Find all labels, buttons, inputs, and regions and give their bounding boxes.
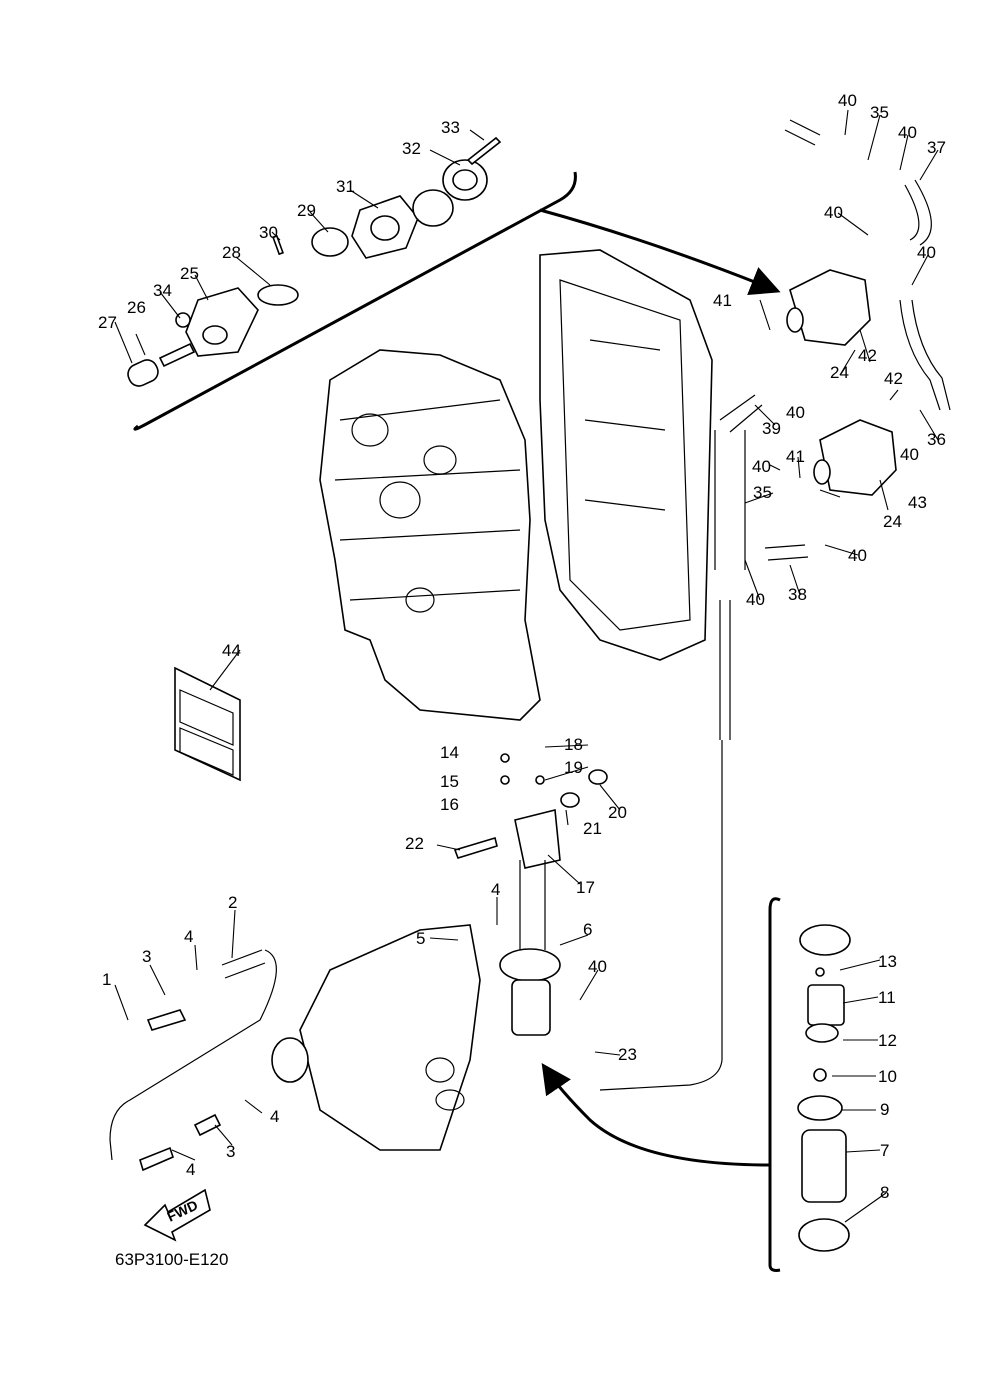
callout-15: 15: [440, 772, 459, 791]
callout-33: 33: [441, 118, 460, 137]
callout-24b: 24: [883, 512, 902, 531]
callout-41a: 41: [713, 291, 732, 310]
leader-lines: [114, 109, 939, 1223]
callout-41b: 41: [786, 447, 805, 466]
callout-18: 18: [564, 735, 583, 754]
callout-4b: 4: [491, 880, 500, 899]
cooling-hose: [109, 949, 277, 1172]
callout-40d: 40: [917, 243, 936, 262]
callout-19: 19: [564, 758, 583, 777]
callout-22: 22: [405, 834, 424, 853]
diagram-code: 63P3100-E120: [115, 1250, 228, 1269]
callout-11: 11: [878, 988, 896, 1007]
callout-42a: 42: [858, 346, 877, 365]
thermostat-group-parts: [127, 136, 502, 387]
callout-30: 30: [259, 223, 278, 242]
fwd-arrow: FWD: [143, 1188, 211, 1242]
callout-40h: 40: [848, 546, 867, 565]
callout-2: 2: [228, 893, 237, 912]
callout-40c: 40: [824, 203, 843, 222]
fuel-pump-lower: [813, 419, 897, 496]
callout-16: 16: [440, 795, 459, 814]
callout-4c: 4: [270, 1107, 279, 1126]
engine-block: [319, 349, 541, 721]
callout-1: 1: [102, 970, 111, 989]
callout-13: 13: [878, 952, 897, 971]
callout-23: 23: [618, 1045, 637, 1064]
callout-39: 39: [762, 419, 781, 438]
callout-27: 27: [98, 313, 117, 332]
callout-7: 7: [880, 1141, 889, 1160]
callout-6: 6: [583, 920, 592, 939]
callout-40e: 40: [786, 403, 805, 422]
callout-34: 34: [153, 281, 172, 300]
callout-14: 14: [440, 743, 459, 762]
callout-21: 21: [583, 819, 602, 838]
callout-10: 10: [878, 1067, 897, 1086]
callout-40g: 40: [752, 457, 771, 476]
filter-exploded-group: [541, 897, 851, 1272]
callout-3b: 3: [226, 1142, 235, 1161]
callout-5: 5: [416, 929, 425, 948]
callout-numbers: 1 2 3 3 4 4 4 4 5 6 7 8 9 10 11 12 13 14…: [98, 91, 946, 1202]
callout-32: 32: [402, 139, 421, 158]
callout-42b: 42: [884, 369, 903, 388]
callout-9: 9: [880, 1100, 889, 1119]
callout-36: 36: [927, 430, 946, 449]
callout-12: 12: [878, 1031, 897, 1050]
callout-40a: 40: [838, 91, 857, 110]
gasket-sheet: [174, 666, 241, 782]
callout-25: 25: [180, 264, 199, 283]
callout-40i: 40: [746, 590, 765, 609]
callout-43: 43: [908, 493, 927, 512]
callout-31: 31: [336, 177, 355, 196]
callout-35b: 35: [753, 483, 772, 502]
callout-4a: 4: [184, 927, 193, 946]
callout-8: 8: [880, 1183, 889, 1202]
callout-3a: 3: [142, 947, 151, 966]
callout-20: 20: [608, 803, 627, 822]
callout-37: 37: [927, 138, 946, 157]
callout-40b: 40: [898, 123, 917, 142]
manifold-cover: [539, 249, 713, 661]
callout-35a: 35: [870, 103, 889, 122]
callout-40f: 40: [900, 445, 919, 464]
callout-38: 38: [788, 585, 807, 604]
fuel-hoses: [599, 119, 951, 1091]
callout-24a: 24: [830, 363, 849, 382]
callout-28: 28: [222, 243, 241, 262]
callout-4d: 4: [186, 1160, 195, 1179]
thermostat-group-bracket: [133, 171, 781, 431]
bottom-cowling: [271, 924, 481, 1151]
callout-44: 44: [222, 641, 241, 660]
callout-29: 29: [297, 201, 316, 220]
callout-40j: 40: [588, 957, 607, 976]
fuel-pump-upper: [786, 269, 871, 346]
callout-26: 26: [127, 298, 146, 317]
fuel-filter-assembly: [453, 753, 608, 1036]
callout-17: 17: [576, 878, 595, 897]
